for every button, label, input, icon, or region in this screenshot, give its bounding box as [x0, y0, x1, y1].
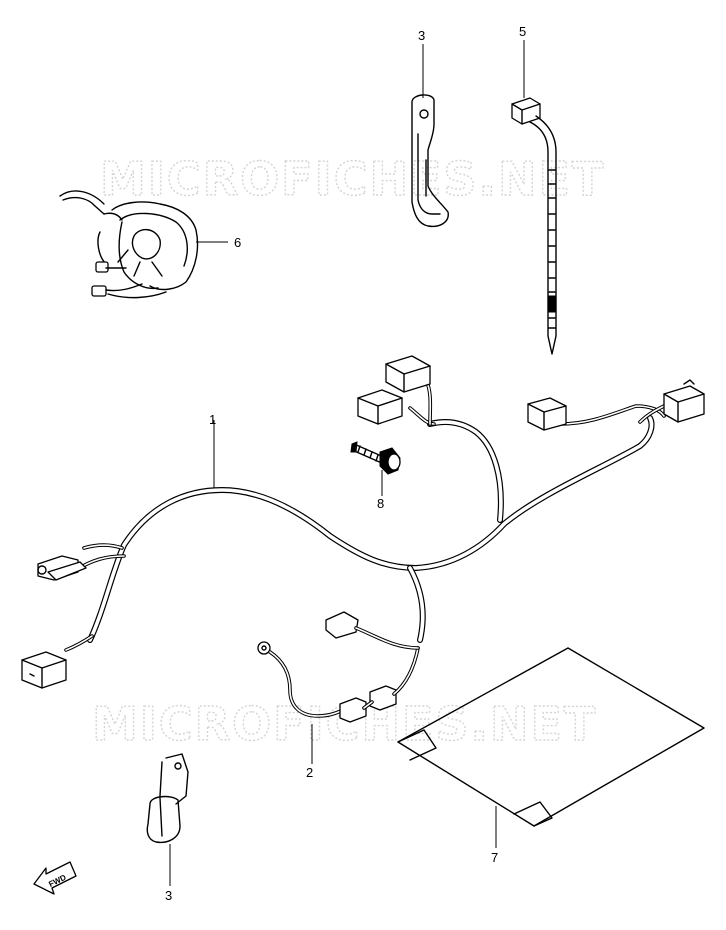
callout-4: 3: [418, 28, 425, 43]
harness-clamp: [411, 94, 449, 228]
callout-1: 1: [209, 412, 216, 427]
label-sheet: [397, 647, 705, 827]
cable-tie: [511, 97, 557, 355]
switch-assembly: [59, 190, 199, 299]
callout-3: 3: [165, 888, 172, 903]
sub-wire-lead: [257, 611, 420, 723]
fwd-arrow: FWD: [33, 861, 77, 895]
main-wiring-harness: [21, 355, 705, 689]
bolt: [350, 441, 401, 475]
callout-2: 2: [306, 765, 313, 780]
watermark-top: MICROFICHES.NET: [100, 152, 605, 206]
cover-clamp: [146, 753, 189, 844]
callout-6: 6: [234, 235, 241, 250]
callout-7: 7: [491, 850, 498, 865]
callout-5: 5: [519, 24, 526, 39]
callout-8: 8: [377, 496, 384, 511]
